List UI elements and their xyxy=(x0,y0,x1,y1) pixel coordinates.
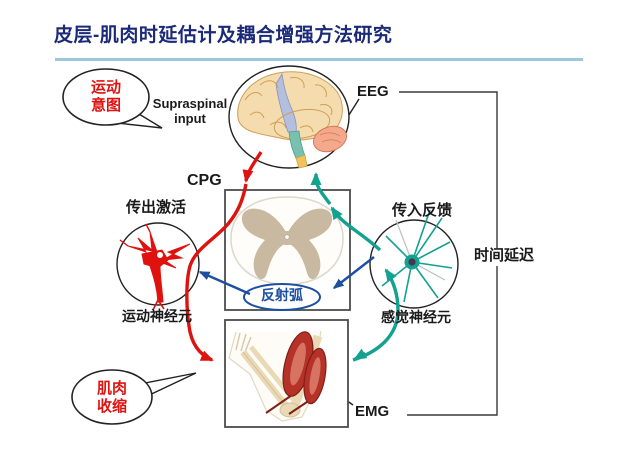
motor-neuron-circle xyxy=(116,222,200,311)
afferent-pathway-arrows xyxy=(310,172,400,362)
sensory-neuron-circle xyxy=(369,209,459,309)
brain-circle xyxy=(228,65,350,169)
slide-title: 皮层-肌肉时延估计及耦合增强方法研究 xyxy=(54,25,393,46)
spinal-cord-illustration xyxy=(230,196,344,286)
time-delay-label: 时间延迟 xyxy=(469,248,539,266)
arm-muscle-illustration xyxy=(228,330,327,422)
emg-label: EMG xyxy=(355,403,390,420)
motor-intent-bubble xyxy=(62,68,163,129)
motor-intent-label: 运动 意图 xyxy=(90,80,122,114)
brain-illustration xyxy=(237,71,347,169)
sensory-to-reflex-arrow xyxy=(332,256,375,289)
eeg-label: EEG xyxy=(357,83,389,100)
efferent-pathway-arrows xyxy=(185,151,263,362)
motor-neuron-label: 运动神经元 xyxy=(122,310,192,325)
afferent-feedback-label: 传入反馈 xyxy=(391,203,453,219)
supraspinal-input-label: Supraspinal input xyxy=(152,96,228,127)
motor-neuron-illustration xyxy=(119,223,191,311)
muscle-contraction-label: 肌肉 收缩 xyxy=(96,381,128,415)
efferent-activation-label: 传出激活 xyxy=(125,200,187,216)
reflex-to-motor-arrow xyxy=(198,270,251,296)
muscle-contraction-bubble xyxy=(71,369,197,425)
muscle-box xyxy=(224,319,349,428)
spinal-cord-box xyxy=(224,189,351,311)
reflex-arc-label: 反射弧 xyxy=(261,289,303,304)
cpg-label: CPG xyxy=(187,172,222,189)
title-underline xyxy=(55,58,583,61)
sensory-neuron-illustration xyxy=(381,209,453,303)
sensory-neuron-label: 感觉神经元 xyxy=(381,311,451,326)
reflex-arc-ellipse xyxy=(243,283,321,311)
